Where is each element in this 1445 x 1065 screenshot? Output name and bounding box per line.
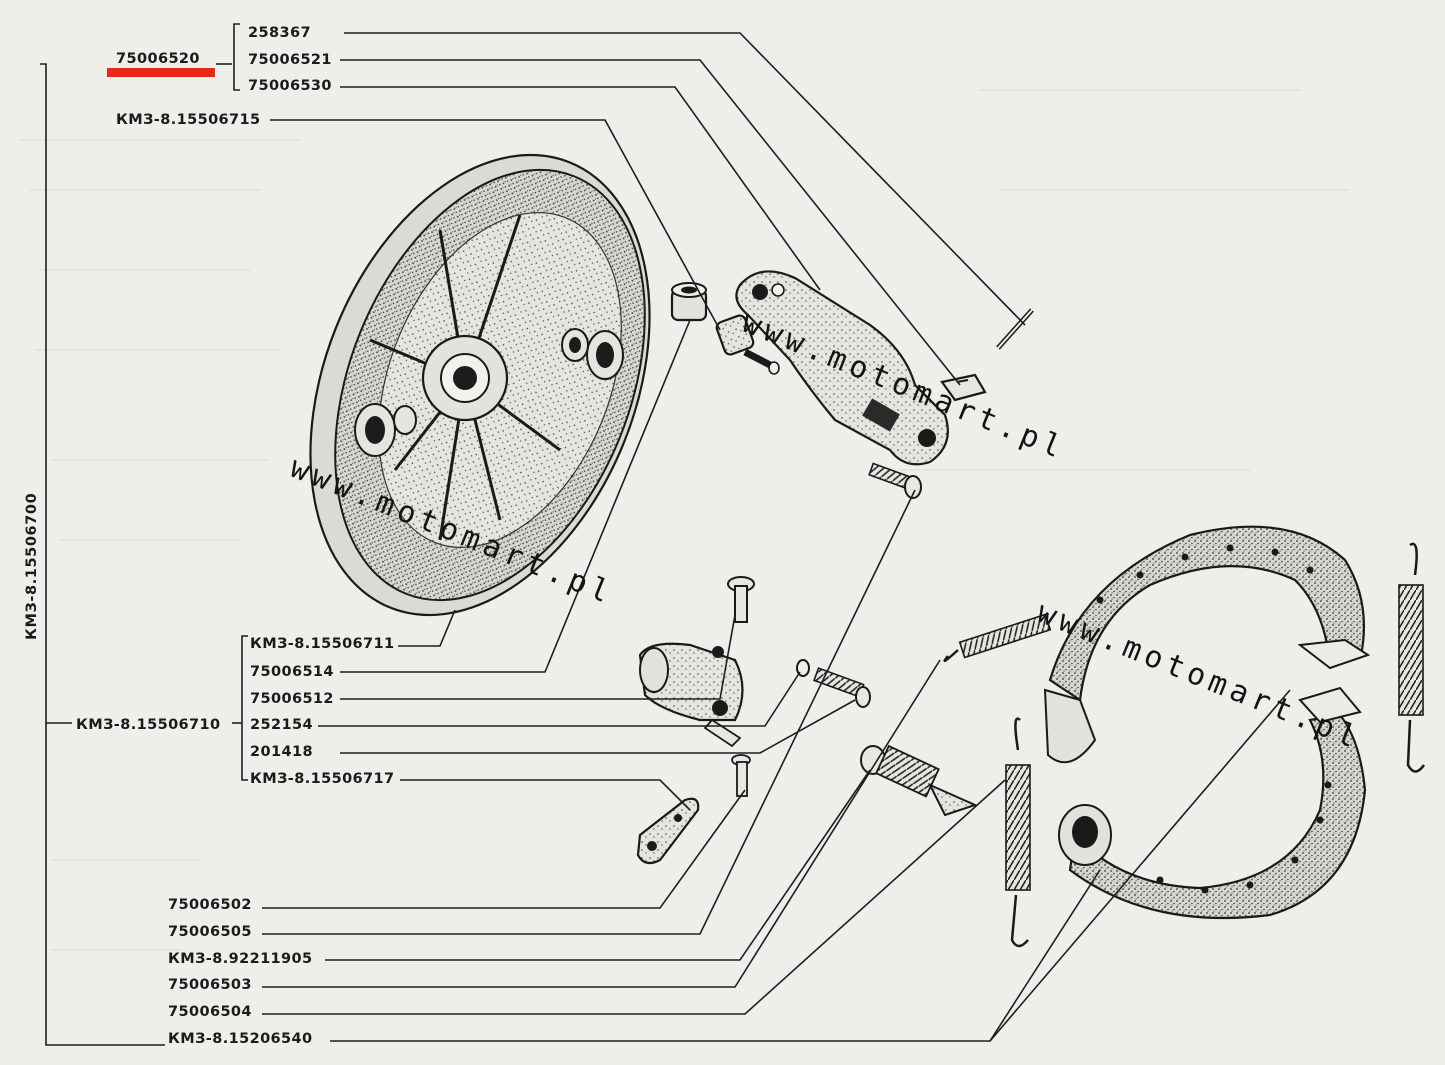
small-rivet-drawing xyxy=(731,754,751,797)
paper-texture xyxy=(20,89,1350,951)
label-bottom-2: 75006505 xyxy=(168,924,252,940)
highlight-underline xyxy=(107,68,215,77)
label-backplate: КМЗ-8.15506715 xyxy=(116,112,261,128)
label-lever-2: 75006514 xyxy=(250,664,334,680)
label-main-assembly: КМЗ-8.15506700 xyxy=(24,493,40,640)
rivet-drawing xyxy=(727,576,755,623)
lever-housing-drawing xyxy=(638,642,744,748)
cam-spindle-drawing xyxy=(715,314,780,375)
brake-shoe-lower-drawing xyxy=(1058,686,1367,920)
label-lever-3: 75006512 xyxy=(250,691,334,707)
spring-washer-drawing xyxy=(796,659,810,677)
brake-shoe-upper-drawing xyxy=(1043,525,1371,764)
label-top-1: 258367 xyxy=(248,25,311,41)
label-lever-5: 201418 xyxy=(250,744,313,760)
label-lever-6: КМЗ-8.15506717 xyxy=(250,771,395,787)
label-bottom-1: 75006502 xyxy=(168,897,252,913)
label-bottom-6: КМЗ-8.15206540 xyxy=(168,1031,313,1047)
brake-lever-drawing xyxy=(735,270,949,466)
label-lever-1: КМЗ-8.15506711 xyxy=(250,636,395,652)
label-lever-4: 252154 xyxy=(250,717,313,733)
vertical-spring-right-drawing xyxy=(1398,542,1426,773)
bolt-drawing xyxy=(813,667,871,708)
part-labels: 75006520 258367 75006521 75006530 КМЗ-8.… xyxy=(24,25,395,1047)
clevis-clip-drawing xyxy=(940,373,987,402)
return-spring-small-drawing xyxy=(943,613,1052,663)
brake-backplate-drawing xyxy=(309,153,651,617)
label-bottom-5: 75006504 xyxy=(168,1004,252,1020)
adjuster-nipple-drawing xyxy=(860,744,978,817)
label-top-assembly: 75006520 xyxy=(116,51,200,67)
label-bottom-4: 75006503 xyxy=(168,977,252,993)
lock-plate-drawing xyxy=(636,797,700,865)
label-top-2: 75006521 xyxy=(248,52,332,68)
label-lever-assembly: КМЗ-8.15506710 xyxy=(76,717,221,733)
cotter-pin-drawing xyxy=(996,308,1034,350)
vertical-spring-middle-drawing xyxy=(1005,717,1031,948)
label-top-3: 75006530 xyxy=(248,78,332,94)
label-bottom-3: КМЗ-8.92211905 xyxy=(168,951,313,967)
bushing-drawing xyxy=(670,282,708,322)
adjusting-screw-drawing xyxy=(868,462,922,499)
leader-lines xyxy=(40,23,1291,1046)
